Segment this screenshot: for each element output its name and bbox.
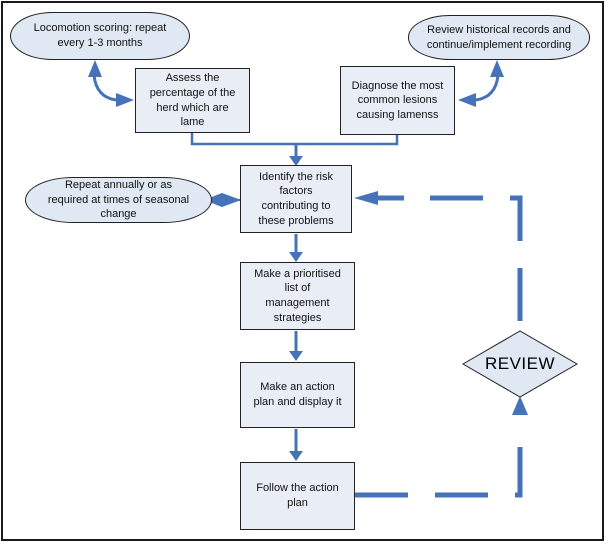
node-assess-percentage-lame: Assess the percentage of the herd which …	[135, 68, 250, 133]
node-repeat-annually: Repeat annually or as required at times …	[25, 177, 212, 223]
node-prioritised-strategies: Make a prioritised list of management st…	[240, 262, 355, 330]
node-follow-action-plan: Follow the action plan	[240, 462, 355, 530]
node-identify-risk-factors: Identify the risk factors contributing t…	[240, 165, 352, 233]
node-review-historical-records: Review historical records and continue/i…	[408, 15, 590, 60]
node-review-decision: REVIEW	[484, 354, 556, 373]
node-diagnose-lesions: Diagnose the most common lesions causing…	[340, 66, 455, 135]
node-make-action-plan: Make an action plan and display it	[240, 362, 355, 428]
node-locomotion-scoring: Locomotion scoring: repeat every 1-3 mon…	[10, 12, 190, 60]
